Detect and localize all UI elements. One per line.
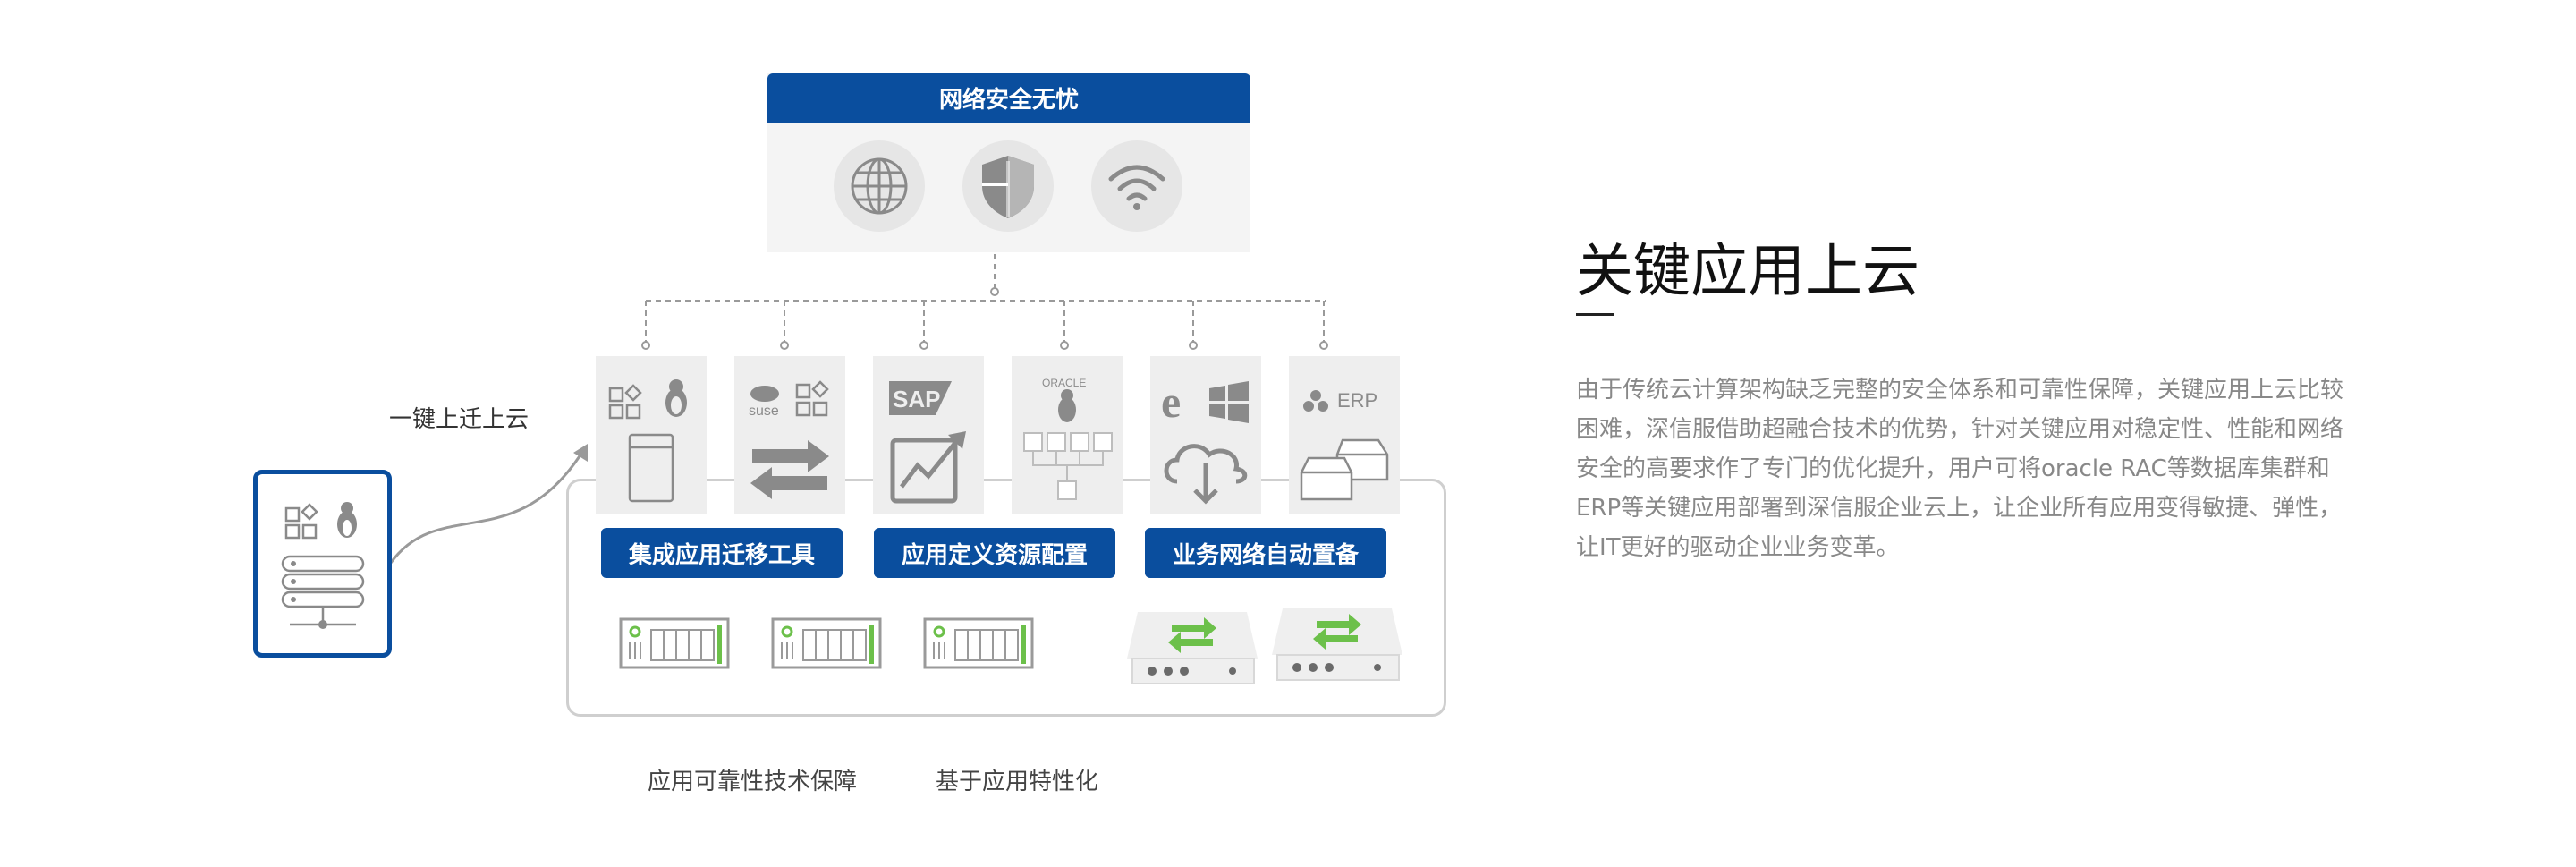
svg-text:e: e (1161, 377, 1181, 427)
rack-server-icon (923, 617, 1034, 669)
tile-windows-cloud: e (1150, 356, 1261, 514)
label-migration-tool: 集成应用迁移工具 (601, 528, 843, 578)
svg-text:SAP: SAP (893, 386, 940, 412)
application-frame (566, 479, 1446, 717)
linux-icon (665, 379, 687, 417)
description-line: 让IT更好的驱动企业业务变革。 (1576, 534, 1900, 561)
connector-lines (641, 254, 1328, 350)
security-panel-title: 网络安全无忧 (767, 73, 1250, 123)
one-click-migration-label: 一键上迁上云 (389, 406, 530, 433)
network-switch-icon (1127, 612, 1258, 684)
migration-curve-arrow (384, 444, 588, 572)
rack-server-icon (619, 617, 730, 669)
tile-linux-apps (596, 356, 707, 514)
tile-erp-storage: ERP (1289, 356, 1400, 514)
rack-server-icon (771, 617, 882, 669)
svg-text:ERP: ERP (1337, 389, 1377, 412)
section-heading: 关键应用上云 (1576, 239, 1919, 305)
label-resource-config: 应用定义资源配置 (874, 528, 1115, 578)
shield-icon (962, 140, 1054, 232)
description-line: 由于传统云计算架构缺乏完整的安全体系和可靠性保障，关键应用上云比较 (1576, 377, 2344, 404)
svg-text:suse: suse (749, 404, 779, 419)
globe-icon (834, 140, 925, 232)
network-switch-icon (1272, 608, 1402, 681)
caption-reliability: 应用可靠性技术保障 (648, 769, 858, 795)
local-server-icon (253, 470, 392, 658)
svg-text:ORACLE: ORACLE (1042, 377, 1086, 389)
caption-app-feature: 基于应用特性化 (936, 769, 1099, 795)
description-line: 安全的高要求作了专门的优化提升，用户可将oracle RAC等数据库集群和 (1576, 455, 2330, 482)
description-line: ERP等关键应用部署到深信服企业云上，让企业所有应用变得敏捷、弹性， (1576, 495, 2343, 522)
label-network-provision: 业务网络自动置备 (1145, 528, 1386, 578)
heading-underline (1576, 313, 1614, 316)
section-description: 由于传统云计算架构缺乏完整的安全体系和可靠性保障，关键应用上云比较 困难，深信服… (1576, 370, 2363, 567)
tile-oracle: ORACLE (1012, 356, 1123, 514)
tile-suse-migration: suse (734, 356, 845, 514)
wifi-icon (1091, 140, 1182, 232)
tile-sap: SAP (873, 356, 984, 514)
description-line: 困难，深信服借助超融合技术的优势，针对关键应用对稳定性、性能和网络 (1576, 416, 2344, 443)
